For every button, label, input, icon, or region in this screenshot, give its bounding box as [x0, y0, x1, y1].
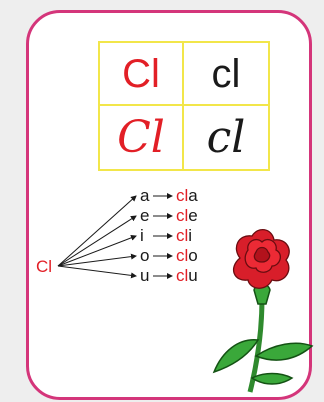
grid-cell-script-upper: Cl: [100, 106, 184, 169]
syllable-prefix: cl: [176, 186, 188, 205]
branch-arrow: [57, 215, 137, 267]
branch-arrow: [57, 234, 137, 267]
syllable-prefix: cl: [176, 206, 188, 225]
letter-grid: Cl cl Cl cl: [98, 41, 270, 171]
grid-cell-print-upper: Cl: [100, 43, 184, 106]
script-lower-text: cl: [206, 111, 246, 163]
syllable-label: clu: [176, 266, 198, 285]
syllable-label: cla: [176, 186, 198, 205]
carnation-flower-icon: [212, 229, 314, 393]
grid-cell-print-lower: cl: [184, 43, 268, 106]
print-upper-text: Cl: [122, 51, 160, 96]
vowel-label: a: [140, 186, 150, 205]
syllable-label: cli: [176, 226, 192, 245]
syllable-prefix: cl: [176, 246, 188, 265]
branch-arrow: [57, 195, 137, 267]
syllable-label: cle: [176, 206, 198, 225]
syllable-prefix: cl: [176, 266, 188, 285]
print-lower-text: cl: [211, 51, 241, 96]
syllable-vowel: i: [188, 226, 192, 245]
syllable-label: clo: [176, 246, 198, 265]
syllable-prefix: cl: [176, 226, 188, 245]
script-upper-text: Cl: [117, 111, 165, 163]
branch-arrow: [57, 265, 137, 279]
vowel-label: u: [140, 266, 149, 285]
syllable-card: [26, 10, 312, 400]
syllable-vowel: e: [188, 206, 197, 225]
grid-cell-script-lower: cl: [184, 106, 268, 169]
tree-root-label: Cl: [36, 257, 52, 276]
branch-arrow: [57, 253, 137, 267]
syllable-vowel: u: [188, 266, 197, 285]
vowel-label: o: [140, 246, 149, 265]
vowel-label: i: [140, 226, 144, 245]
syllable-vowel: o: [188, 246, 197, 265]
vowel-label: e: [140, 206, 149, 225]
tree-branches: [57, 195, 137, 279]
syllable-vowel: a: [188, 186, 198, 205]
